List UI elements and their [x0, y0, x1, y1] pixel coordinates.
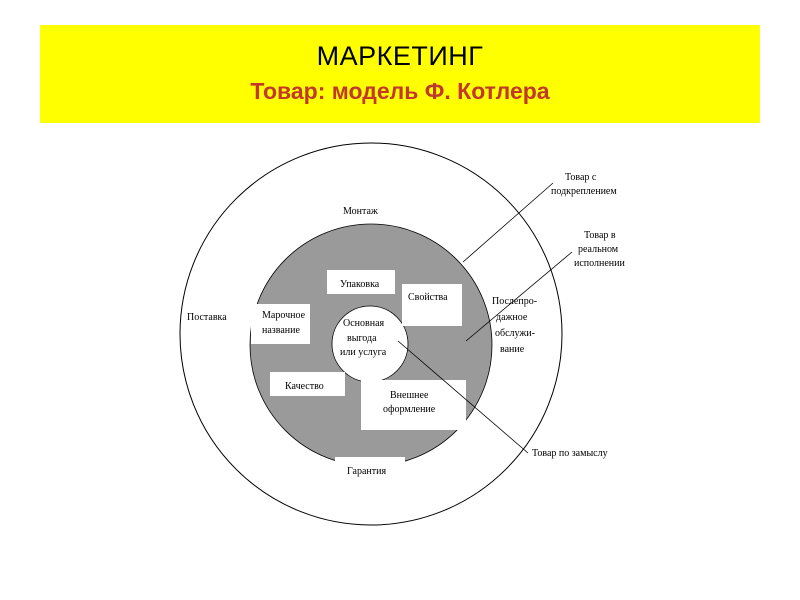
- label-core-2: выгода: [347, 333, 377, 344]
- label-properties: Свойства: [408, 292, 448, 303]
- page-title: МАРКЕТИНГ: [316, 41, 484, 71]
- label-postavka: Поставка: [187, 312, 227, 323]
- label-brand-name-2: название: [262, 325, 300, 336]
- appearance-box: [361, 380, 466, 430]
- callout-line-augmented: [462, 182, 554, 263]
- callout-line-core: [397, 340, 529, 454]
- properties-box: [402, 284, 462, 326]
- brand-name-box: [251, 304, 310, 344]
- page-subtitle: Товар: модель Ф. Котлера: [250, 78, 550, 104]
- label-montazh: Монтаж: [343, 206, 378, 217]
- label-brand-name-1: Марочное: [262, 310, 306, 321]
- label-core-3: или услуга: [340, 347, 387, 358]
- label-core-1: Основная: [343, 318, 385, 329]
- label-after-sales-1: Послепро-: [492, 296, 537, 307]
- callout-augmented-2: подкреплением: [551, 186, 617, 197]
- label-quality: Качество: [285, 381, 324, 392]
- label-after-sales-4: вание: [500, 344, 525, 355]
- label-packaging: Упаковка: [340, 279, 380, 290]
- label-appearance-1: Внешнее: [390, 390, 429, 401]
- title-banner: МАРКЕТИНГ Товар: модель Ф. Котлера: [40, 25, 760, 123]
- label-appearance-2: оформление: [383, 404, 436, 415]
- callout-core: Товар по замыслу: [532, 448, 608, 459]
- quality-box: [270, 372, 345, 396]
- label-after-sales-3: обслужи-: [495, 328, 535, 339]
- callout-augmented-1: Товар с: [565, 172, 597, 183]
- packaging-box: [327, 270, 395, 294]
- label-guarantee: Гарантия: [347, 466, 386, 477]
- label-after-sales-2: дажное: [496, 312, 528, 323]
- callout-actual-2: реальном: [578, 244, 619, 255]
- callout-actual-3: исполнении: [574, 258, 625, 269]
- callout-line-actual: [465, 251, 573, 342]
- callout-actual-1: Товар в: [584, 230, 616, 241]
- guarantee-box: [335, 457, 405, 482]
